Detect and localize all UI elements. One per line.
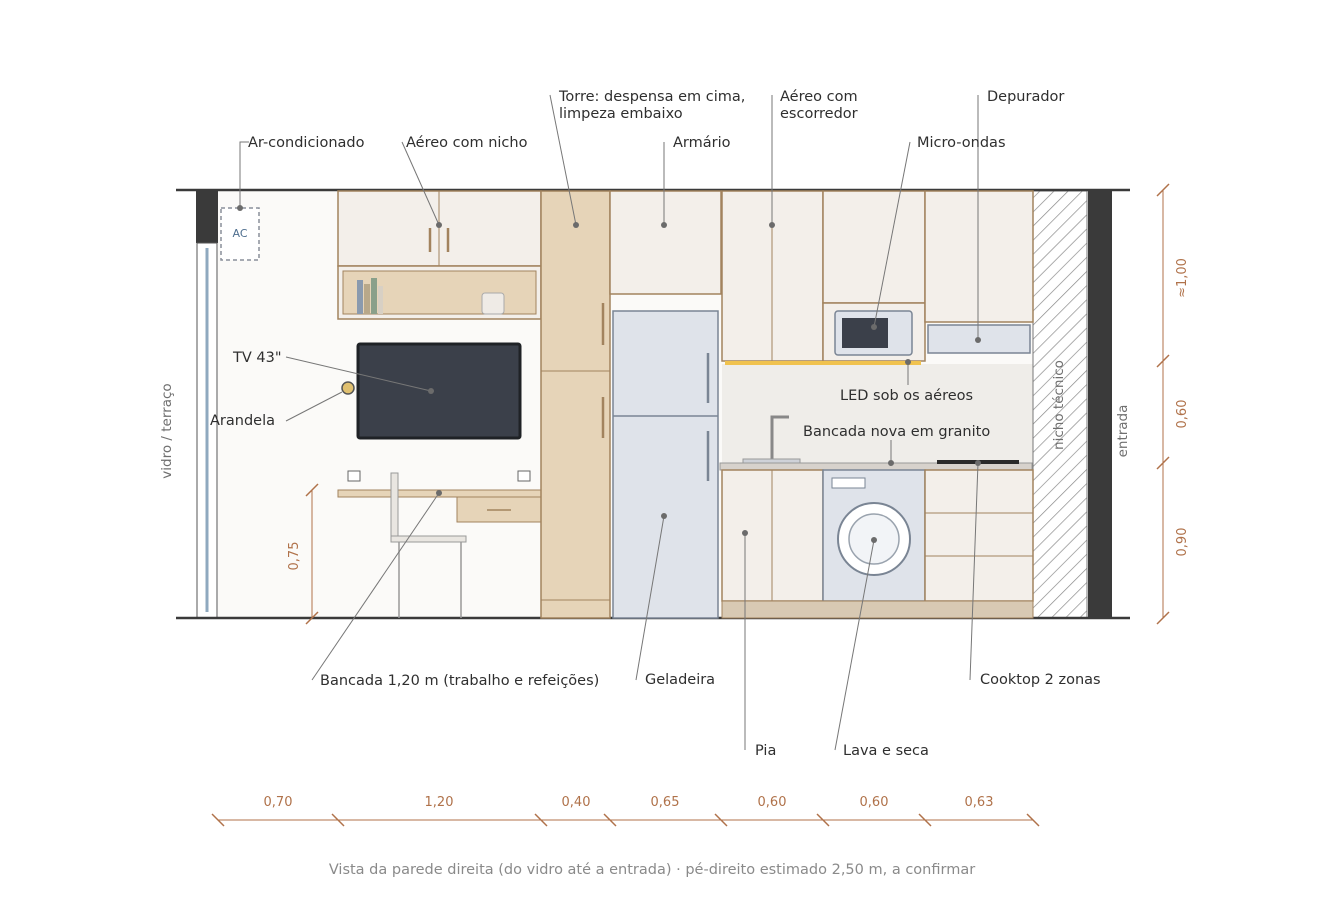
outlet-right	[517, 470, 531, 482]
dim-width-2: 1,20	[425, 795, 454, 810]
dim-width-5: 0,60	[758, 795, 787, 810]
label-arandela: Arandela	[210, 413, 275, 429]
dim-width-1: 0,70	[264, 795, 293, 810]
refrigerator	[612, 310, 719, 619]
label-pia: Pia	[755, 743, 776, 759]
backsplash	[722, 364, 1033, 463]
wall-sconce	[341, 381, 355, 395]
label-torre-1: Torre: despensa em cima,	[558, 89, 745, 105]
dim-height-upper: ≈1,00	[1175, 258, 1190, 298]
tv	[356, 342, 522, 440]
label-torre-2: limpeza embaixo	[559, 106, 683, 122]
label-bancada: Bancada 1,20 m (trabalho e refeições)	[320, 673, 599, 689]
led-strip	[725, 361, 921, 365]
label-aereo-escorredor-2: escorredor	[780, 106, 858, 122]
ac-box-text: AC	[232, 227, 247, 240]
dim-desk-height: 0,75	[287, 542, 302, 571]
label-lava-seca: Lava e seca	[843, 743, 929, 759]
label-depurador: Depurador	[987, 89, 1064, 105]
label-nicho-tecnico: nicho técnico	[1051, 360, 1067, 450]
dim-height-lower: 0,90	[1175, 528, 1190, 557]
upper-cabinet-micro	[822, 190, 926, 304]
outlet-left	[347, 470, 361, 482]
label-aereo-nicho: Aéreo com nicho	[406, 135, 528, 151]
drawer-cabinet	[924, 469, 1034, 602]
label-granito: Bancada nova em granito	[803, 424, 990, 440]
plinth	[721, 600, 1034, 619]
label-microondas: Micro-ondas	[917, 135, 1006, 151]
cabinet-above-fridge	[609, 190, 722, 295]
caption: Vista da parede direita (do vidro até a …	[329, 862, 975, 878]
label-tv: TV 43"	[232, 350, 282, 366]
tall-tower	[540, 190, 611, 619]
chair	[390, 472, 399, 541]
label-cooktop: Cooktop 2 zonas	[980, 672, 1101, 688]
granite-countertop	[719, 462, 1033, 471]
left-wall-top	[196, 191, 218, 243]
label-vidro-terraco: vidro / terraço	[159, 383, 175, 478]
dim-width-4: 0,65	[651, 795, 680, 810]
entrance-wall	[1088, 191, 1112, 618]
label-armario: Armário	[673, 135, 731, 151]
label-geladeira: Geladeira	[645, 672, 715, 688]
faucet	[770, 415, 789, 462]
decor-object	[481, 292, 505, 315]
dim-width-7: 0,63	[965, 795, 994, 810]
dim-width-6: 0,60	[860, 795, 889, 810]
label-aereo-escorredor-1: Aéreo com	[780, 89, 858, 105]
dim-width-3: 0,40	[562, 795, 591, 810]
label-led: LED sob os aéreos	[840, 388, 973, 404]
books	[357, 280, 363, 314]
dim-height-mid: 0,60	[1175, 400, 1190, 429]
ac-unit	[220, 207, 260, 261]
label-ac: Ar-condicionado	[248, 135, 365, 151]
upper-cabinet-hood	[924, 190, 1034, 323]
label-entrada: entrada	[1115, 405, 1131, 458]
